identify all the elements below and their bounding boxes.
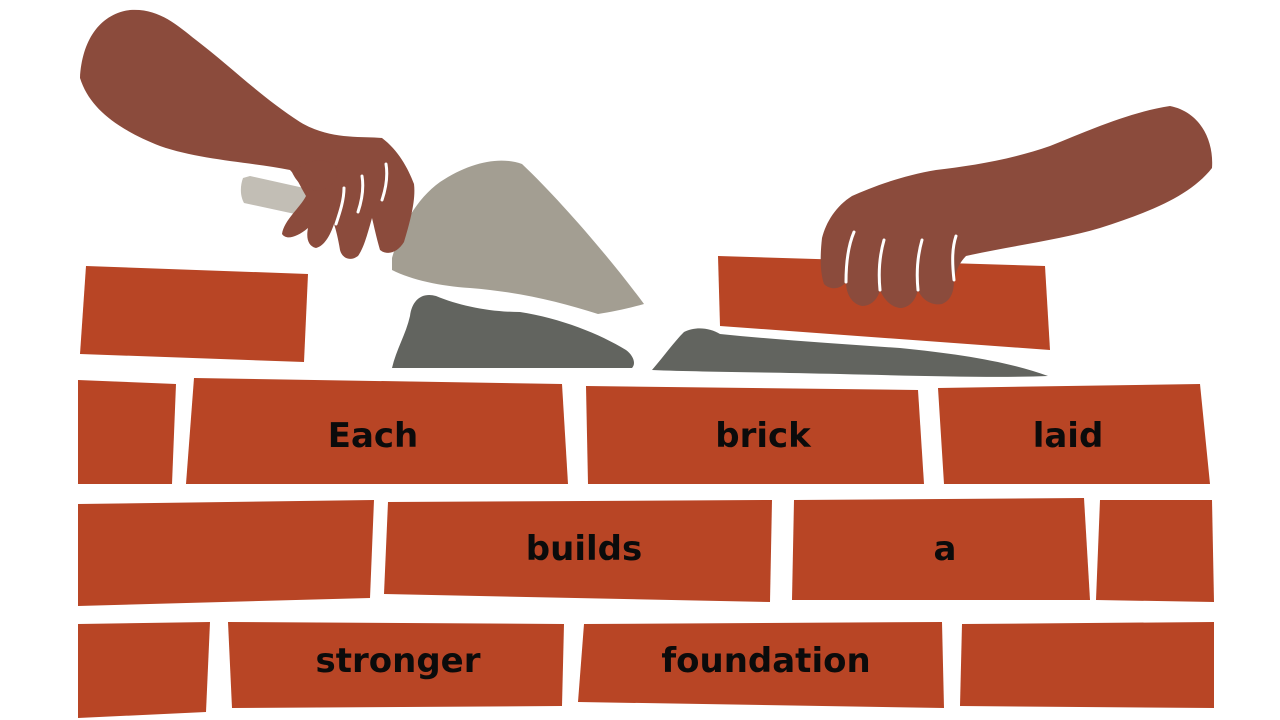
word-stronger: stronger <box>316 641 481 681</box>
trowel-blade <box>392 160 644 314</box>
word-builds: builds <box>526 529 642 569</box>
brick-r3-3 <box>578 622 944 708</box>
word-each: Each <box>328 416 419 456</box>
brick-r1-4 <box>938 384 1210 484</box>
top-brick-right <box>718 256 1050 350</box>
word-laid: laid <box>1033 416 1104 456</box>
brick-r3-1 <box>78 622 210 718</box>
brick-r2-2 <box>384 500 772 602</box>
right-finger-lines <box>844 230 958 292</box>
left-thumb <box>292 160 338 191</box>
brick-r2-1 <box>78 500 374 606</box>
left-arm <box>80 9 415 259</box>
brick-top-left <box>80 266 308 362</box>
finger-lines <box>334 162 389 226</box>
mortar-right <box>652 328 1048 377</box>
brick-r2-3 <box>792 498 1090 600</box>
motto-words: Each brick laid builds a stronger founda… <box>316 416 1104 681</box>
word-foundation: foundation <box>661 641 870 681</box>
word-a: a <box>934 529 957 569</box>
left-hand-with-trowel <box>80 9 644 314</box>
brick-r3-2 <box>228 622 564 708</box>
brick-r1-1 <box>78 380 176 484</box>
word-brick: brick <box>715 416 812 456</box>
brick-r2-4 <box>1096 500 1214 602</box>
brick-r1-3 <box>586 386 924 484</box>
right-hand-placing-brick <box>718 106 1213 350</box>
brick-wall <box>78 266 1214 718</box>
brick-r1-2 <box>186 378 568 484</box>
mortar-left <box>392 294 634 368</box>
brick-r3-4 <box>960 622 1214 708</box>
